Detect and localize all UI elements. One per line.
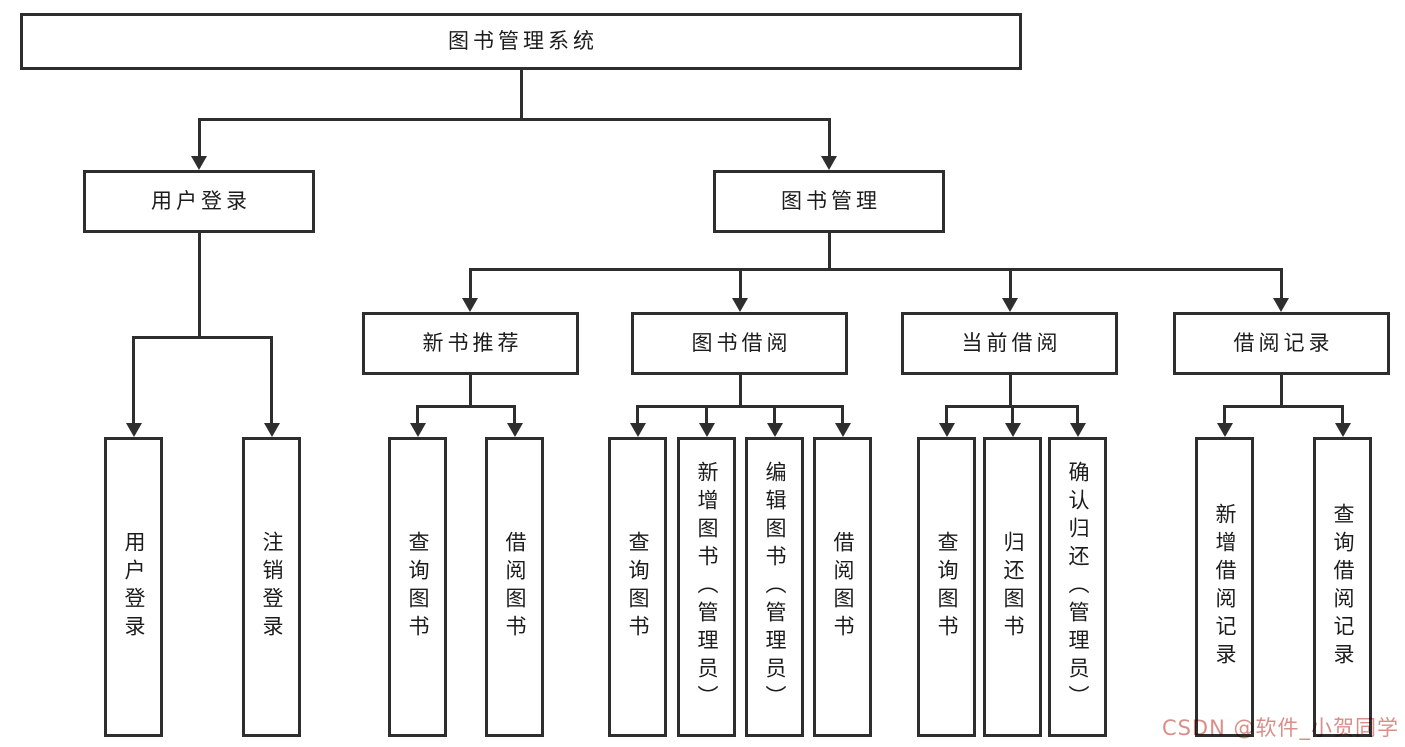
connector-drop-line bbox=[513, 406, 516, 424]
node-leaf-query-book-current-label: 查询图书 bbox=[935, 531, 959, 643]
node-leaf-confirm-return: 确认归还（管理员） bbox=[1048, 437, 1107, 737]
arrow-down-icon bbox=[1273, 298, 1289, 312]
connector-horizontal-line bbox=[468, 267, 1283, 271]
node-root-label: 图书管理系统 bbox=[448, 28, 598, 53]
arrow-down-icon bbox=[821, 156, 837, 170]
arrow-down-icon bbox=[125, 423, 142, 437]
arrow-down-icon bbox=[462, 298, 478, 312]
node-leaf-borrow-book-recommend-label: 借阅图书 bbox=[503, 531, 527, 643]
connector-vertical-line bbox=[468, 375, 472, 408]
arrow-down-icon bbox=[629, 423, 646, 437]
node-current-borrow: 当前借阅 bbox=[901, 312, 1118, 375]
node-borrow-record-label: 借阅记录 bbox=[1233, 330, 1334, 355]
arrow-down-icon bbox=[191, 156, 207, 170]
connector-drop-line bbox=[1279, 269, 1283, 299]
connector-drop-line bbox=[416, 406, 419, 424]
node-leaf-query-book-recommend-label: 查询图书 bbox=[406, 531, 430, 643]
node-book-borrow-label: 图书借阅 bbox=[691, 330, 792, 355]
connector-drop-line bbox=[738, 269, 742, 299]
connector-drop-line bbox=[827, 119, 831, 157]
arrow-down-icon bbox=[1002, 298, 1018, 312]
node-leaf-borrow-book-borrow: 借阅图书 bbox=[813, 437, 872, 737]
arrow-down-icon bbox=[834, 423, 851, 437]
connector-horizontal-line bbox=[416, 404, 516, 408]
connector-drop-line bbox=[841, 406, 844, 424]
node-leaf-add-book: 新增图书（管理员） bbox=[677, 437, 736, 737]
connector-drop-line bbox=[1341, 406, 1344, 424]
node-leaf-query-book-borrow-label: 查询图书 bbox=[626, 531, 650, 643]
arrow-down-icon bbox=[938, 423, 955, 437]
connector-drop-line bbox=[1223, 406, 1226, 424]
node-current-borrow-label: 当前借阅 bbox=[961, 330, 1062, 355]
node-user-login: 用户登录 bbox=[83, 170, 315, 233]
node-leaf-edit-book: 编辑图书（管理员） bbox=[745, 437, 804, 737]
node-leaf-query-borrow-record-label: 查询借阅记录 bbox=[1331, 503, 1355, 671]
node-leaf-add-borrow-record-label: 新增借阅记录 bbox=[1213, 503, 1237, 671]
connector-vertical-line bbox=[197, 233, 201, 339]
arrow-down-icon bbox=[409, 423, 426, 437]
connector-horizontal-line bbox=[636, 404, 844, 408]
connector-vertical-line bbox=[827, 233, 831, 271]
arrow-down-icon bbox=[732, 298, 748, 312]
node-leaf-query-borrow-record: 查询借阅记录 bbox=[1313, 437, 1372, 737]
arrow-down-icon bbox=[1004, 423, 1021, 437]
node-leaf-query-book-recommend: 查询图书 bbox=[388, 437, 447, 737]
node-leaf-borrow-book-borrow-label: 借阅图书 bbox=[831, 531, 855, 643]
node-leaf-return-book: 归还图书 bbox=[983, 437, 1042, 737]
node-leaf-query-book-current: 查询图书 bbox=[917, 437, 976, 737]
arrow-down-icon bbox=[263, 423, 280, 437]
node-leaf-add-book-label: 新增图书（管理员） bbox=[695, 461, 719, 713]
connector-drop-line bbox=[197, 119, 201, 157]
arrow-down-icon bbox=[506, 423, 523, 437]
connector-drop-line bbox=[773, 406, 776, 424]
connector-vertical-line bbox=[1008, 375, 1012, 408]
connector-drop-line bbox=[1076, 406, 1079, 424]
node-leaf-confirm-return-label: 确认归还（管理员） bbox=[1066, 461, 1090, 713]
connector-vertical-line bbox=[519, 70, 523, 121]
node-leaf-query-book-borrow: 查询图书 bbox=[608, 437, 667, 737]
connector-drop-line bbox=[1011, 406, 1014, 424]
connector-drop-line bbox=[132, 337, 135, 424]
arrow-down-icon bbox=[1216, 423, 1233, 437]
connector-drop-line bbox=[270, 337, 273, 424]
arrow-down-icon bbox=[1069, 423, 1086, 437]
node-book-management-label: 图书管理 bbox=[781, 188, 881, 213]
node-leaf-add-borrow-record: 新增借阅记录 bbox=[1195, 437, 1254, 737]
node-new-book-recommend-label: 新书推荐 bbox=[422, 330, 523, 355]
node-leaf-edit-book-label: 编辑图书（管理员） bbox=[763, 461, 787, 713]
arrow-down-icon bbox=[1334, 423, 1351, 437]
connector-drop-line bbox=[1008, 269, 1012, 299]
node-leaf-return-book-label: 归还图书 bbox=[1001, 531, 1025, 643]
node-leaf-borrow-book-recommend: 借阅图书 bbox=[485, 437, 544, 737]
node-new-book-recommend: 新书推荐 bbox=[362, 312, 579, 375]
connector-horizontal-line bbox=[197, 117, 831, 121]
connector-drop-line bbox=[468, 269, 472, 299]
node-borrow-record: 借阅记录 bbox=[1173, 312, 1390, 375]
connector-horizontal-line bbox=[1223, 404, 1344, 408]
arrow-down-icon bbox=[766, 423, 783, 437]
connector-drop-line bbox=[636, 406, 639, 424]
node-book-management: 图书管理 bbox=[713, 170, 945, 233]
node-leaf-user-login: 用户登录 bbox=[104, 437, 163, 737]
connector-vertical-line bbox=[738, 375, 742, 408]
connector-drop-line bbox=[705, 406, 708, 424]
connector-drop-line bbox=[945, 406, 948, 424]
node-root: 图书管理系统 bbox=[20, 13, 1022, 70]
node-book-borrow: 图书借阅 bbox=[631, 312, 848, 375]
csdn-watermark: CSDN @软件_小贺同学 bbox=[1161, 716, 1399, 740]
node-leaf-logout-label: 注销登录 bbox=[260, 531, 284, 643]
connector-horizontal-line bbox=[132, 335, 273, 339]
connector-vertical-line bbox=[1279, 375, 1283, 408]
node-leaf-logout: 注销登录 bbox=[242, 437, 301, 737]
arrow-down-icon bbox=[698, 423, 715, 437]
node-leaf-user-login-label: 用户登录 bbox=[122, 531, 146, 643]
node-user-login-label: 用户登录 bbox=[151, 188, 251, 213]
